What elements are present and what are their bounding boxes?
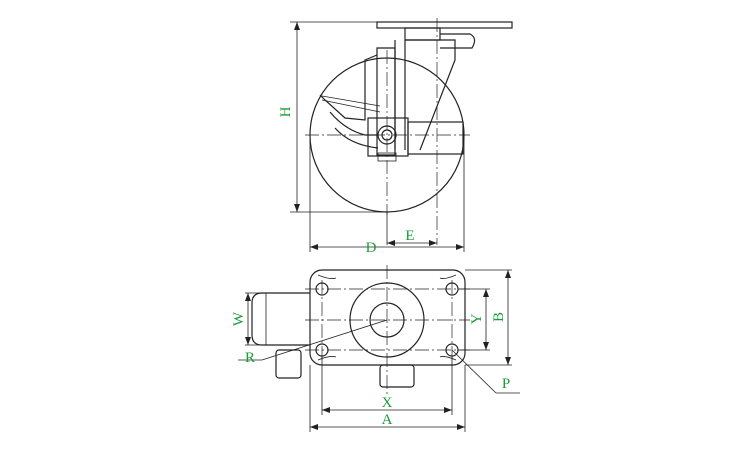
axle-block xyxy=(367,117,409,157)
label-x: X xyxy=(382,395,393,411)
w-arrow-top xyxy=(245,293,251,301)
label-h: H xyxy=(278,106,294,117)
brake-shoe xyxy=(407,121,464,155)
label-p: P xyxy=(502,376,510,392)
b-arrow-bottom xyxy=(505,357,511,365)
label-y: Y xyxy=(469,313,485,324)
h-arrow-bottom xyxy=(294,204,300,212)
b-arrow-top xyxy=(505,270,511,278)
label-b: B xyxy=(491,312,507,322)
top-view: W R Y B P X A xyxy=(231,265,520,432)
wheel-stub xyxy=(379,364,415,388)
plate-corner-notches xyxy=(317,274,457,361)
e-arrow-right xyxy=(429,240,437,246)
label-a: A xyxy=(382,412,393,428)
side-view: H D E xyxy=(278,18,513,256)
a-arrow-left xyxy=(310,424,318,430)
head-lug xyxy=(440,33,476,49)
brake-lever xyxy=(321,95,381,113)
x-arrow-left xyxy=(322,407,330,413)
y-arrow-bottom xyxy=(483,342,489,350)
fork-leg xyxy=(394,39,456,151)
x-arrow-right xyxy=(444,407,452,413)
brake-pedal-lower xyxy=(334,127,379,149)
d-arrow-right xyxy=(456,244,464,250)
a-arrow-right xyxy=(457,424,465,430)
swivel-head xyxy=(404,27,441,41)
mounting-plate xyxy=(309,269,466,366)
e-arrow-left xyxy=(387,240,395,246)
w-arrow-bottom xyxy=(245,337,251,345)
h-arrow-top xyxy=(294,22,300,30)
top-plate xyxy=(376,21,513,29)
brake-arm xyxy=(376,47,396,156)
label-d: D xyxy=(366,240,377,256)
y-arrow-top xyxy=(483,289,489,297)
brake-pedal-curve xyxy=(329,111,378,136)
label-r: R xyxy=(245,350,255,366)
p-leader xyxy=(451,349,497,394)
d-arrow-left xyxy=(310,244,318,250)
r-leader xyxy=(261,319,388,361)
pedal-foot xyxy=(275,349,302,379)
pedal-top-view xyxy=(251,292,310,346)
label-w: W xyxy=(231,311,247,326)
label-e: E xyxy=(405,228,414,244)
brake-pedal-upper xyxy=(319,54,378,121)
